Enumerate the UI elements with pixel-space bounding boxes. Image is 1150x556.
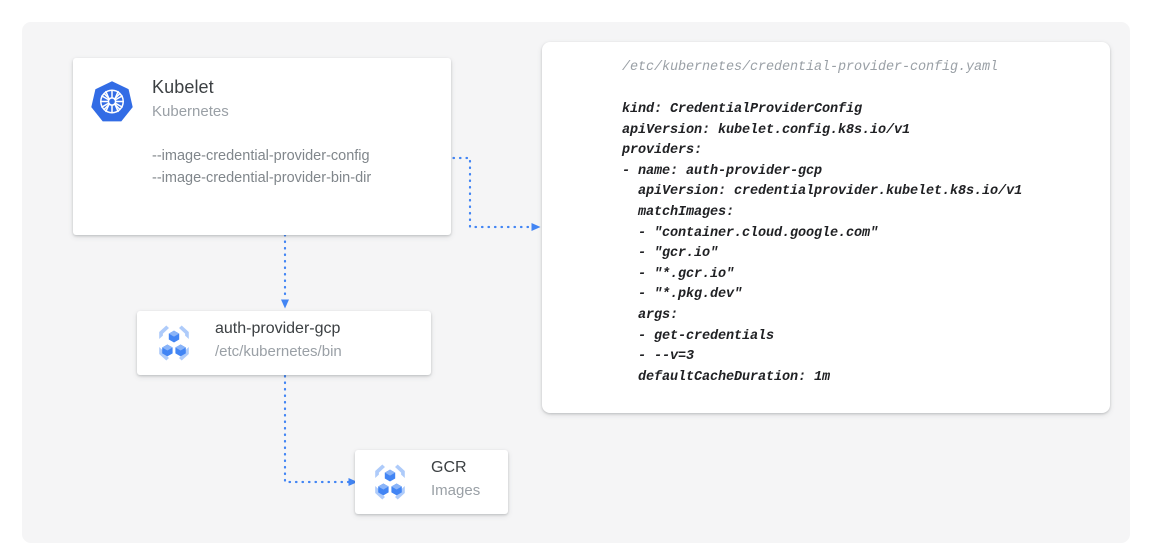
node-kubelet[interactable]: Kubelet Kubernetes --image-credential-pr… xyxy=(73,58,451,235)
node-auth-provider-gcp[interactable]: auth-provider-gcp /etc/kubernetes/bin xyxy=(137,311,431,375)
node-gcr[interactable]: GCR Images xyxy=(355,450,508,514)
credential-provider-config-card: /etc/kubernetes/credential-provider-conf… xyxy=(542,42,1110,413)
container-registry-icon xyxy=(366,458,414,506)
kubelet-subtitle: Kubernetes xyxy=(152,103,229,120)
container-registry-icon xyxy=(150,319,198,367)
auth-provider-subtitle: /etc/kubernetes/bin xyxy=(215,343,342,360)
gcr-subtitle: Images xyxy=(431,482,481,499)
kubernetes-icon xyxy=(88,78,136,126)
kubelet-title: Kubelet xyxy=(152,77,214,97)
yaml-file-path: /etc/kubernetes/credential-provider-conf… xyxy=(622,60,999,75)
yaml-content: kind: CredentialProviderConfig apiVersio… xyxy=(622,102,1023,385)
auth-provider-title: auth-provider-gcp xyxy=(215,320,341,337)
kubelet-flag-image-credential-provider-config: --image-credential-provider-config xyxy=(152,148,370,164)
kubelet-flag-image-credential-provider-bin-dir: --image-credential-provider-bin-dir xyxy=(152,170,372,186)
gcr-title: GCR xyxy=(431,459,467,476)
